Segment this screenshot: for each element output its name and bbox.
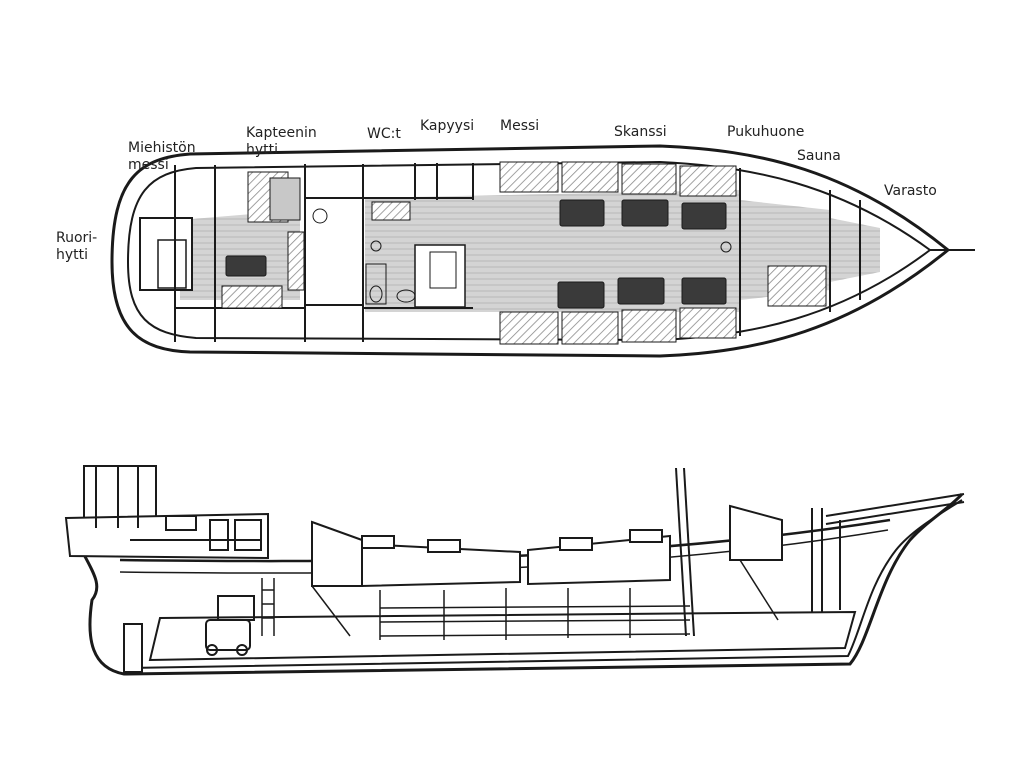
berths-bottom [221,231,827,345]
stern-deckhouse [64,465,269,560]
cabin-trunks [311,504,783,588]
label-kapteenin-line2: hytti [246,142,279,158]
hull-outline-side [68,493,964,676]
ladder [261,578,275,636]
berths-top [247,161,737,223]
deck-plan [110,144,975,358]
label-ruorihytti-line2: hytti [56,247,89,263]
engine [205,595,255,656]
interior-berths [311,559,779,640]
label-sauna: Sauna [797,148,841,164]
mast [675,467,695,637]
label-messi: Messi [500,118,540,134]
side-profile [64,465,965,676]
label-pukuhuone: Pukuhuone [727,124,805,140]
label-wc: WC:t [367,126,401,142]
wc-fixtures [312,208,732,305]
label-miehiston-messi: Miehistön messi [128,140,196,174]
label-kapteenin-line1: Kapteenin [246,125,317,141]
label-ruorihytti-line1: Ruori- [56,230,98,246]
label-skanssi: Skanssi [614,124,667,140]
tables [225,199,727,309]
label-miehiston-line2: messi [128,157,169,173]
label-kapteenin-hytti: Kapteenin hytti [246,125,317,159]
rudder [123,623,143,673]
label-varasto: Varasto [884,183,937,199]
bowsprit-side [825,493,965,525]
label-miehiston-line1: Miehistön [128,140,196,156]
label-ruorihytti: Ruori- hytti [56,230,97,264]
label-kapyysi: Kapyysi [420,118,475,134]
